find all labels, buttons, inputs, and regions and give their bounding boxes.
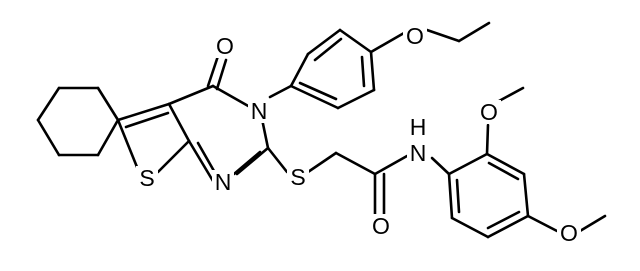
bond [206,54,220,88]
bond [268,84,293,99]
bond [215,58,228,91]
bond [96,86,120,122]
bond [306,151,338,174]
bond [485,123,490,156]
bond [455,178,461,214]
bond [124,111,170,129]
bond-lines [36,21,607,239]
amide-hydrogen-label: H [410,114,427,140]
bond [578,214,607,233]
bond [211,84,252,109]
bond [338,28,373,54]
bond [450,216,490,239]
bond [232,150,262,176]
bond [457,21,491,43]
bond [306,28,342,56]
bond [447,172,454,220]
bond [486,210,521,230]
bond [36,118,61,157]
bond [116,102,171,122]
thioether-sulfur-label: S [290,164,305,190]
bond [196,141,216,173]
bond [289,52,310,88]
bond [430,156,451,176]
bond [526,214,559,233]
methoxy-oxygen-2-label: O [480,99,498,125]
bond [373,154,409,176]
thiophene-sulfur-label: S [139,165,154,191]
bond [36,86,61,122]
bond [369,31,406,54]
bond [369,50,376,92]
bond [334,151,377,176]
bond [235,146,270,176]
bond [425,28,461,43]
bond [298,81,338,101]
pyrimidine-nitrogen-label: N [215,169,232,195]
bond [336,88,376,110]
bond [167,102,191,143]
bond [360,55,366,88]
amide-oxygen-label: O [372,213,390,239]
ethoxy-oxygen-label: O [406,23,424,49]
bond [486,214,530,239]
bond [260,117,270,150]
bond [116,118,141,174]
bond [187,139,215,183]
amide-nitrogen-label: N [410,140,427,166]
bond [487,161,520,181]
bond [266,146,289,174]
methoxy-oxygen-4-label: O [560,220,578,246]
bond [289,84,340,110]
atom-labels: O N S N S O H N O O O [136,23,581,246]
bond [313,37,343,62]
bond [522,172,530,218]
ring-nitrogen-label: N [251,98,268,124]
bond [96,118,120,157]
bond [497,86,525,103]
bond [167,84,215,106]
bond [447,152,489,176]
bond [485,152,526,176]
bond [156,139,191,174]
carbonyl-oxygen-label: O [216,33,234,59]
